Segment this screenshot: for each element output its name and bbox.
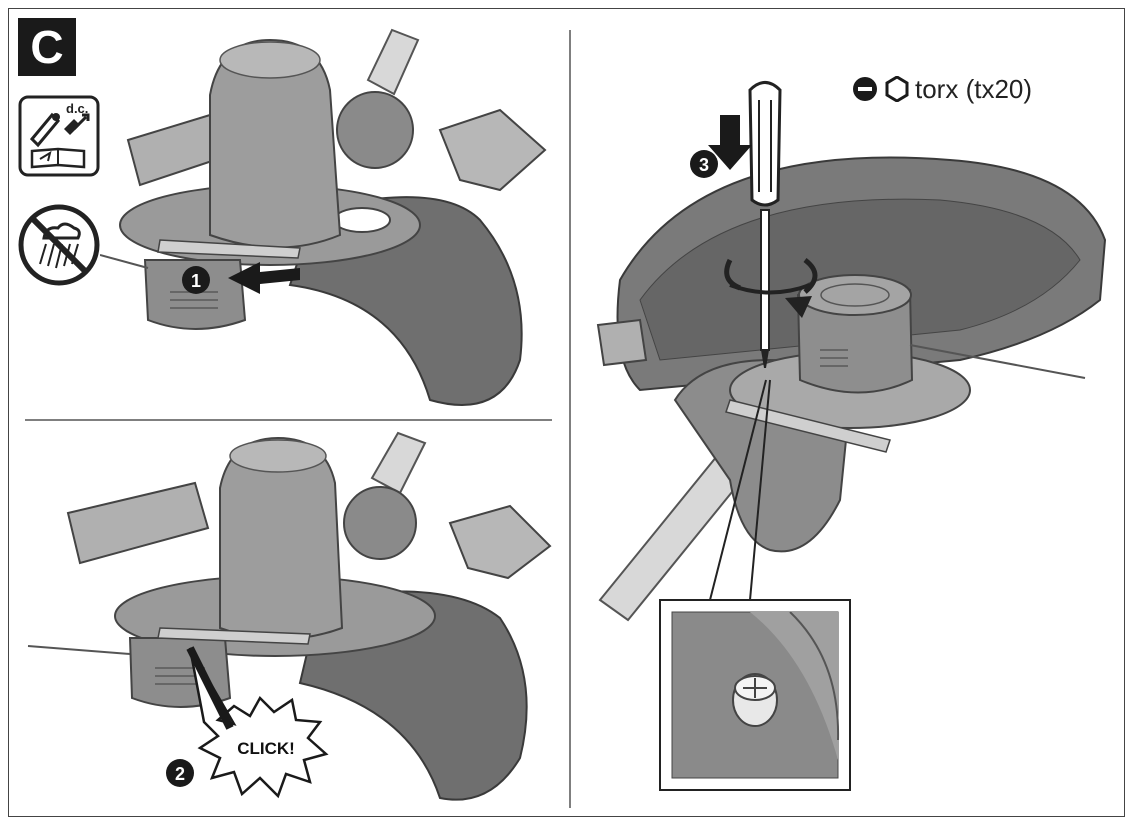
push-arrow-icon (228, 262, 300, 294)
down-arrow-icon (708, 115, 752, 170)
trimmer-underside-illustration: 3 (596, 81, 1107, 791)
screwdriver-icon (748, 81, 782, 368)
flat-head-icon (852, 76, 878, 102)
click-callout: CLICK! (237, 739, 295, 758)
torx-size-label: torx (tx20) (915, 74, 1033, 104)
manual-icon-label: d.c. (66, 101, 89, 116)
torx-head-icon (884, 76, 910, 102)
read-manual-icon: d.c. (18, 95, 100, 177)
trimmer-top-illustration: 1 (100, 28, 547, 406)
diagram-frame (8, 8, 1125, 817)
step-1-number: 1 (191, 271, 201, 291)
panel-letter: C (18, 18, 76, 76)
step-3-number: 3 (699, 155, 709, 175)
step-2-number: 2 (175, 764, 185, 784)
no-rain-icon (16, 202, 102, 288)
click-burst (188, 647, 329, 799)
trimmer-bottom-illustration: CLICK! 2 (27, 431, 552, 801)
